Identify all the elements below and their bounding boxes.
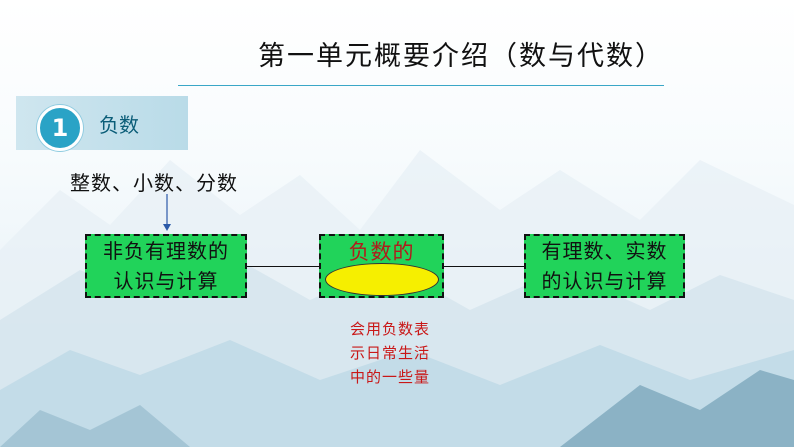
learning-goal: 会用负数表 示日常生活 中的一些量: [330, 317, 450, 389]
box-right-line-2: 的认识与计算: [541, 269, 668, 293]
prior-knowledge-text: 整数、小数、分数: [70, 171, 238, 195]
page-title: 第一单元概要介绍（数与代数）: [258, 41, 664, 72]
box-negative-numbers: 负数的: [319, 234, 444, 298]
box-nonnegative-rationals: 非负有理数的 认识与计算: [85, 234, 247, 298]
section-label: 负数: [99, 113, 139, 137]
goal-line-2: 示日常生活: [349, 344, 430, 362]
box-rationals-reals: 有理数、实数 的认识与计算: [524, 234, 685, 298]
down-arrow-icon: [163, 194, 171, 231]
box-left-line-2: 认识与计算: [113, 269, 219, 293]
title-underline: [178, 85, 664, 86]
blank-oval: [325, 263, 439, 296]
box-right-line-1: 有理数、实数: [541, 239, 668, 263]
connector-line-right: [444, 266, 524, 267]
box-mid-text: 负数的: [348, 240, 415, 264]
connector-line-left: [247, 266, 319, 267]
goal-line-1: 会用负数表: [349, 320, 430, 338]
goal-line-3: 中的一些量: [349, 368, 430, 386]
box-left-line-1: 非负有理数的: [103, 239, 229, 263]
section-number-badge: 1: [37, 105, 83, 151]
